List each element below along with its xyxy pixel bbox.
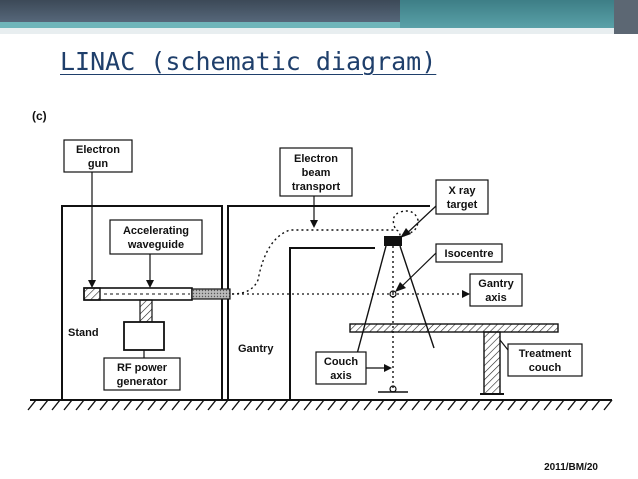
electron-gun-element bbox=[83, 287, 101, 301]
svg-text:Treatment: Treatment bbox=[519, 348, 572, 360]
svg-text:couch: couch bbox=[529, 362, 562, 374]
label-electron-gun: Electron gun bbox=[63, 139, 133, 288]
xray-target-head bbox=[384, 236, 402, 246]
label-stand: Stand bbox=[68, 327, 99, 339]
svg-text:axis: axis bbox=[485, 292, 506, 304]
svg-text:transport: transport bbox=[292, 181, 341, 193]
svg-text:generator: generator bbox=[117, 376, 168, 388]
couch-pivot-point bbox=[389, 385, 397, 393]
header-dark-segment bbox=[0, 0, 400, 22]
footnote: 2011/BM/20 bbox=[544, 462, 598, 473]
isocentre-point bbox=[389, 290, 397, 298]
header-bar bbox=[0, 0, 638, 34]
svg-text:waveguide: waveguide bbox=[127, 239, 184, 251]
svg-text:X ray: X ray bbox=[449, 185, 477, 197]
rf-power-generator-box bbox=[123, 321, 165, 351]
svg-text:RF power: RF power bbox=[117, 362, 168, 374]
label-accelerating-waveguide: Accelerating waveguide bbox=[109, 219, 203, 288]
label-couch-axis: Couch axis bbox=[315, 351, 392, 385]
beam-cone-right bbox=[399, 245, 435, 349]
couch-pedestal bbox=[483, 331, 501, 395]
slide-title: LINAC (schematic diagram) bbox=[60, 47, 437, 76]
header-teal-segment bbox=[400, 0, 614, 28]
header-teal-stripe bbox=[0, 22, 400, 28]
label-gantry-axis: Gantry axis bbox=[462, 273, 523, 307]
linac-schematic: (c) bbox=[27, 109, 613, 411]
svg-text:Couch: Couch bbox=[324, 356, 359, 368]
svg-text:target: target bbox=[447, 199, 478, 211]
couch-top bbox=[349, 323, 559, 333]
svg-text:Electron: Electron bbox=[76, 144, 120, 156]
gantry-arm bbox=[228, 247, 375, 401]
label-rf-power-generator: RF power generator bbox=[103, 350, 181, 391]
svg-text:gun: gun bbox=[88, 158, 108, 170]
svg-text:Isocentre: Isocentre bbox=[445, 248, 494, 260]
label-electron-beam-transport: Electron beam transport bbox=[279, 147, 353, 228]
header-light-stripe bbox=[0, 28, 614, 34]
gantry-outline bbox=[227, 205, 430, 400]
svg-text:Accelerating: Accelerating bbox=[123, 225, 189, 237]
waveguide-support bbox=[139, 299, 153, 323]
beam-path bbox=[231, 229, 401, 295]
svg-text:beam: beam bbox=[302, 167, 331, 179]
label-xray-target: X ray target bbox=[400, 179, 489, 238]
header-right-block bbox=[614, 0, 638, 34]
svg-text:axis: axis bbox=[330, 370, 351, 382]
label-isocentre: Isocentre bbox=[395, 243, 503, 292]
svg-text:Electron: Electron bbox=[294, 153, 338, 165]
label-treatment-couch: Treatment couch bbox=[499, 339, 583, 377]
accelerating-waveguide bbox=[83, 287, 231, 301]
panel-label: (c) bbox=[32, 109, 47, 123]
stand-cabinet bbox=[61, 205, 223, 401]
label-gantry: Gantry bbox=[238, 343, 274, 355]
ground bbox=[27, 399, 613, 411]
svg-text:Gantry: Gantry bbox=[478, 278, 514, 290]
bending-magnet-loop bbox=[392, 210, 419, 235]
